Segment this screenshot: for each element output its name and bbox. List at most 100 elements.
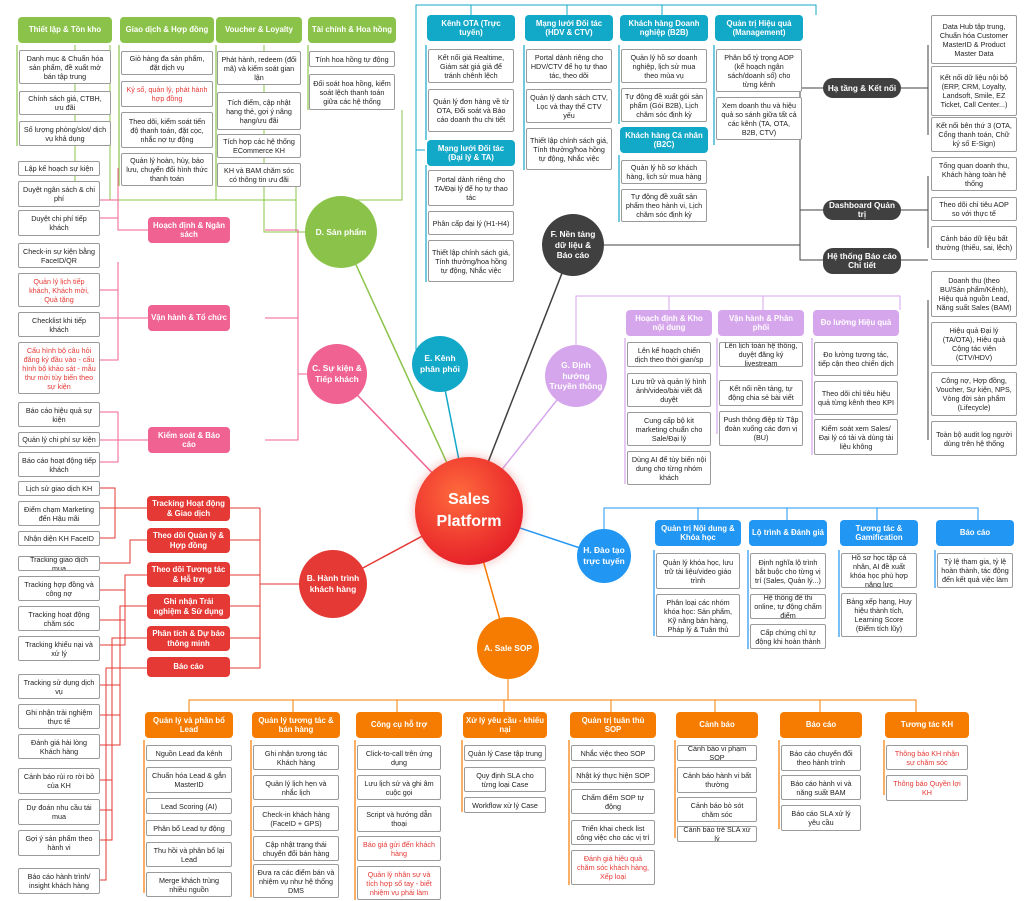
leaf-node: Triển khai check list công việc cho các … (571, 820, 655, 845)
connector-line (799, 245, 823, 261)
leaf-node: Push thông điệp từ Tập đoàn xuống các đơ… (719, 411, 803, 446)
leaf-node: Báo giá gửi đến khách hàng (357, 836, 441, 861)
leaf-node: Duyệt chi phí tiếp khách (18, 210, 100, 236)
branch-events: C. Sự kiện & Tiếp khách (307, 344, 367, 404)
leaf-node: Kết nối giá Realtime, Giám sát giá giả đ… (428, 49, 514, 83)
leaf-node: Báo cáo hiệu quả sự kiện (18, 402, 100, 427)
leaf-node: Quản lý hồ sơ khách hàng, lịch sử mua hà… (621, 160, 707, 184)
leaf-node: Check-in khách hàng (FaceID + GPS) (253, 806, 339, 831)
leaf-node: Hệ thống đề thi online, tự động chấm điể… (750, 594, 826, 619)
header-support-tools: Công cụ hỗ trợ (356, 712, 442, 738)
leaf-node: Đánh giá hài lòng Khách hàng (18, 734, 100, 759)
leaf-node: Workflow xử lý Case (464, 797, 546, 813)
connector-line (575, 295, 901, 376)
leaf-node: Kết nối dữ liệu nội bộ (ERP, CRM, Loyalt… (931, 66, 1017, 116)
leaf-node: Quản lý đơn hàng về từ OTA, Đối soát và … (428, 89, 514, 132)
connector-line (100, 440, 119, 463)
header-b2c: Khách hàng Cá nhân (B2C) (620, 127, 708, 153)
connector-line (100, 487, 147, 509)
leaf-node: Phân loại các nhóm khóa học: Sản phẩm, K… (656, 594, 740, 637)
header-distribution-ops: Vận hành & Phân phối (718, 310, 804, 336)
hub-detailed-reports: Hệ thống Báo cáo Chi tiết (823, 248, 901, 274)
connector-line (100, 508, 116, 539)
connector-line (100, 667, 147, 881)
connector-line (100, 574, 147, 646)
leaf-node: Cảnh báo trễ SLA xử lý (677, 826, 757, 842)
leaf-node: Data Hub tập trung, Chuẩn hóa Customer M… (931, 15, 1017, 64)
leaf-node: Tracking khiếu nại và xử lý (18, 636, 100, 661)
leaf-node: Danh mục & Chuẩn hóa sản phẩm, đề xuất m… (19, 50, 111, 84)
leaf-node: Tính hoa hồng tự động (309, 51, 395, 67)
leaf-node: Tích hợp các hệ thống ECommerce KH (217, 134, 301, 158)
leaf-node: Ghi nhận trải nghiệm thực tế (18, 704, 100, 729)
header-event-control: Kiểm soát & Báo cáo (148, 427, 230, 453)
leaf-node: Merge khách trùng nhiều nguồn (146, 872, 232, 897)
leaf-node: Ký số, quản lý, phát hành hợp đồng (121, 81, 213, 107)
leaf-node: Tự động đề xuất gói sản phẩm (Gói B2B), … (621, 88, 707, 122)
leaf-node: Lịch sử giao dịch KH (18, 481, 100, 496)
leaf-node: Cấp chứng chỉ tự động khi hoàn thành (750, 624, 826, 649)
leaf-node: Số lượng phòng/slot/ dịch vụ khả dụng (19, 121, 111, 146)
header-experience-tracking: Ghi nhận Trải nghiệm & Sử dụng (147, 594, 230, 619)
leaf-node: Chính sách giá, CTBH, ưu đãi (19, 91, 111, 115)
header-content-planning: Hoạch định & Kho nội dung (626, 310, 712, 336)
header-measurement: Đo lường Hiệu quả (813, 310, 899, 336)
header-path-assessment: Lộ trình & Đánh giá (749, 520, 827, 546)
connector-line (100, 539, 147, 564)
connector-line (100, 199, 148, 231)
connector-line (508, 699, 917, 712)
header-sales-interaction: Quản lý tương tác & bán hàng (252, 712, 340, 738)
branch-sale-sop: A. Sale SOP (477, 617, 539, 679)
leaf-node: Đo lường tương tác, tiếp cận theo chiến … (814, 342, 898, 376)
hub-dashboard: Dashboard Quản trị (823, 200, 901, 220)
leaf-node: Đối soát hoa hồng, kiểm soát lệch thanh … (309, 74, 395, 110)
header-alerts: Cảnh báo (676, 712, 758, 738)
header-finance-commission: Tài chính & Hoa hồng (308, 17, 396, 43)
leaf-node: Nguồn Lead đa kênh (146, 745, 232, 761)
leaf-node: Cảnh báo rủi ro rời bỏ của KH (18, 768, 100, 794)
header-course-content: Quản trị Nội dung & Khóa học (655, 520, 741, 546)
leaf-node: Cấu hình bộ câu hỏi đăng ký đầu vào - cấ… (18, 342, 100, 394)
connector-line (117, 262, 148, 319)
connector-line (100, 318, 119, 361)
leaf-node: Tracking sử dụng dịch vụ (18, 674, 100, 699)
branch-distribution: E. Kênh phân phối (412, 336, 468, 392)
leaf-node: Cung cấp bộ kit marketing chuẩn cho Sale… (627, 412, 711, 446)
header-b2b: Khách hàng Doanh nghiệp (B2B) (620, 15, 708, 41)
header-agent-ta: Mạng lưới Đối tác (Đại lý & TA) (427, 140, 515, 166)
leaf-node: Điểm chạm Marketing đến Hậu mãi (18, 501, 100, 526)
leaf-node: Check-in sự kiện bằng FaceID/QR (18, 243, 100, 268)
leaf-node: Phân bổ tỷ trọng AOP (kế hoạch ngân sách… (716, 49, 802, 92)
leaf-node: Tracking hoạt động chăm sóc (18, 606, 100, 631)
header-analytics-forecast: Phân tích & Dự báo thông minh (147, 626, 230, 651)
leaf-node: Cảnh báo dữ liệu bất thường (thiếu, sai,… (931, 226, 1017, 260)
leaf-node: Phát hành, redeem (đổi mã) và kiểm soát … (217, 51, 301, 85)
leaf-node: Quản lý hồ sơ doanh nghiệp, lịch sử mua … (621, 49, 707, 83)
leaf-node: Thông báo KH nhận sự chăm sóc (886, 745, 968, 770)
header-management: Quản trị Hiệu quả (Management) (715, 15, 803, 41)
leaf-node: Dự đoán nhu cầu tái mua (18, 799, 100, 825)
leaf-node: Quản lý lịch hẹn và nhắc lịch (253, 775, 339, 800)
branch-data-platform: F. Nền tảng dữ liệu & Báo cáo (542, 214, 604, 276)
leaf-node: Quản lý hoàn, hủy, bảo lưu, chuyển đổi h… (121, 153, 213, 186)
branch-training: H. Đào tạo trực tuyến (577, 529, 631, 583)
leaf-node: Quản lý lịch tiếp khách, Khách mời, Quà … (18, 273, 100, 307)
leaf-node: Hồ sơ học tập cá nhân, AI đề xuất khóa h… (841, 553, 917, 588)
leaf-node: Lên kế hoạch chiến dịch theo thời gian/s… (627, 342, 711, 367)
header-sop-reports: Báo cáo (780, 712, 862, 738)
branch-communication: G. Định hướng Truyền thông (545, 345, 607, 407)
leaf-node: Quản lý nhân sự và tích hợp sổ tay - biế… (357, 866, 441, 900)
leaf-node: Tracking giao dịch mua (18, 556, 100, 571)
leaf-node: Script và hướng dẫn thoại (357, 806, 441, 832)
leaf-node: Chuẩn hóa Lead & gắn MasterID (146, 767, 232, 793)
leaf-node: Nhận diện KH FaceID (18, 531, 100, 546)
leaf-node: Giỏ hàng đa sản phẩm, đặt dịch vụ (121, 51, 213, 75)
header-ota: Kênh OTA (Trực tuyến) (427, 15, 515, 41)
header-sop-compliance: Quản trị tuân thủ SOP (570, 712, 656, 738)
leaf-node: Đánh giá hiệu quả chăm sóc khách hàng, X… (571, 850, 655, 885)
leaf-node: Tổng quan doanh thu, Khách hàng toàn hệ … (931, 157, 1017, 191)
leaf-node: Thu hồi và phân bổ lại Lead (146, 842, 232, 867)
connector-line (188, 648, 509, 712)
leaf-node: Báo cáo hành vi và năng suất BAM (781, 775, 861, 800)
